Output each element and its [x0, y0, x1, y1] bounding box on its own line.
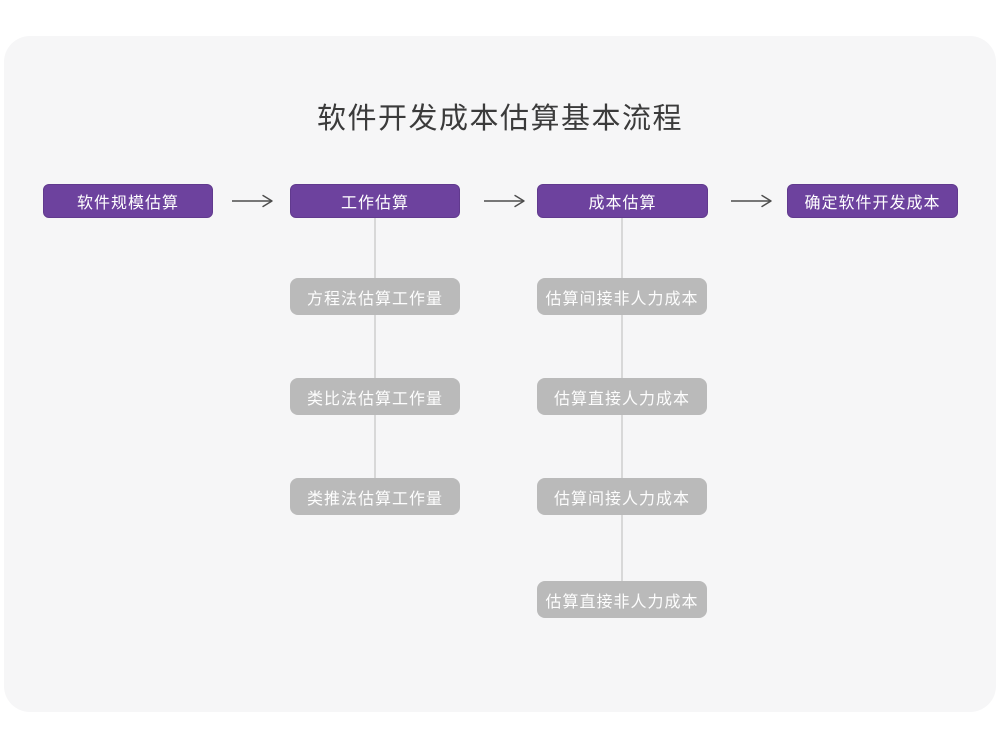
arrow-right-icon	[481, 193, 529, 209]
diagram-card	[4, 36, 996, 712]
work-method-equation: 方程法估算工作量	[290, 278, 460, 315]
arrow-right-icon	[728, 193, 776, 209]
stage-cost-estimation: 成本估算	[537, 184, 708, 218]
stage-work-estimation: 工作估算	[290, 184, 460, 218]
stage-software-scale-estimation: 软件规模估算	[43, 184, 213, 218]
cost-item-indirect-nonlabor: 估算间接非人力成本	[537, 278, 707, 315]
diagram-title: 软件开发成本估算基本流程	[316, 103, 683, 135]
cost-item-indirect-labor: 估算间接人力成本	[537, 478, 707, 515]
stage-determine-development-cost: 确定软件开发成本	[787, 184, 958, 218]
work-column-connector-line	[374, 218, 376, 493]
work-method-analogy: 类比法估算工作量	[290, 378, 460, 415]
arrow-right-icon	[229, 193, 277, 209]
cost-item-direct-labor: 估算直接人力成本	[537, 378, 707, 415]
work-method-extrapolation: 类推法估算工作量	[290, 478, 460, 515]
cost-item-direct-nonlabor: 估算直接非人力成本	[537, 581, 707, 618]
